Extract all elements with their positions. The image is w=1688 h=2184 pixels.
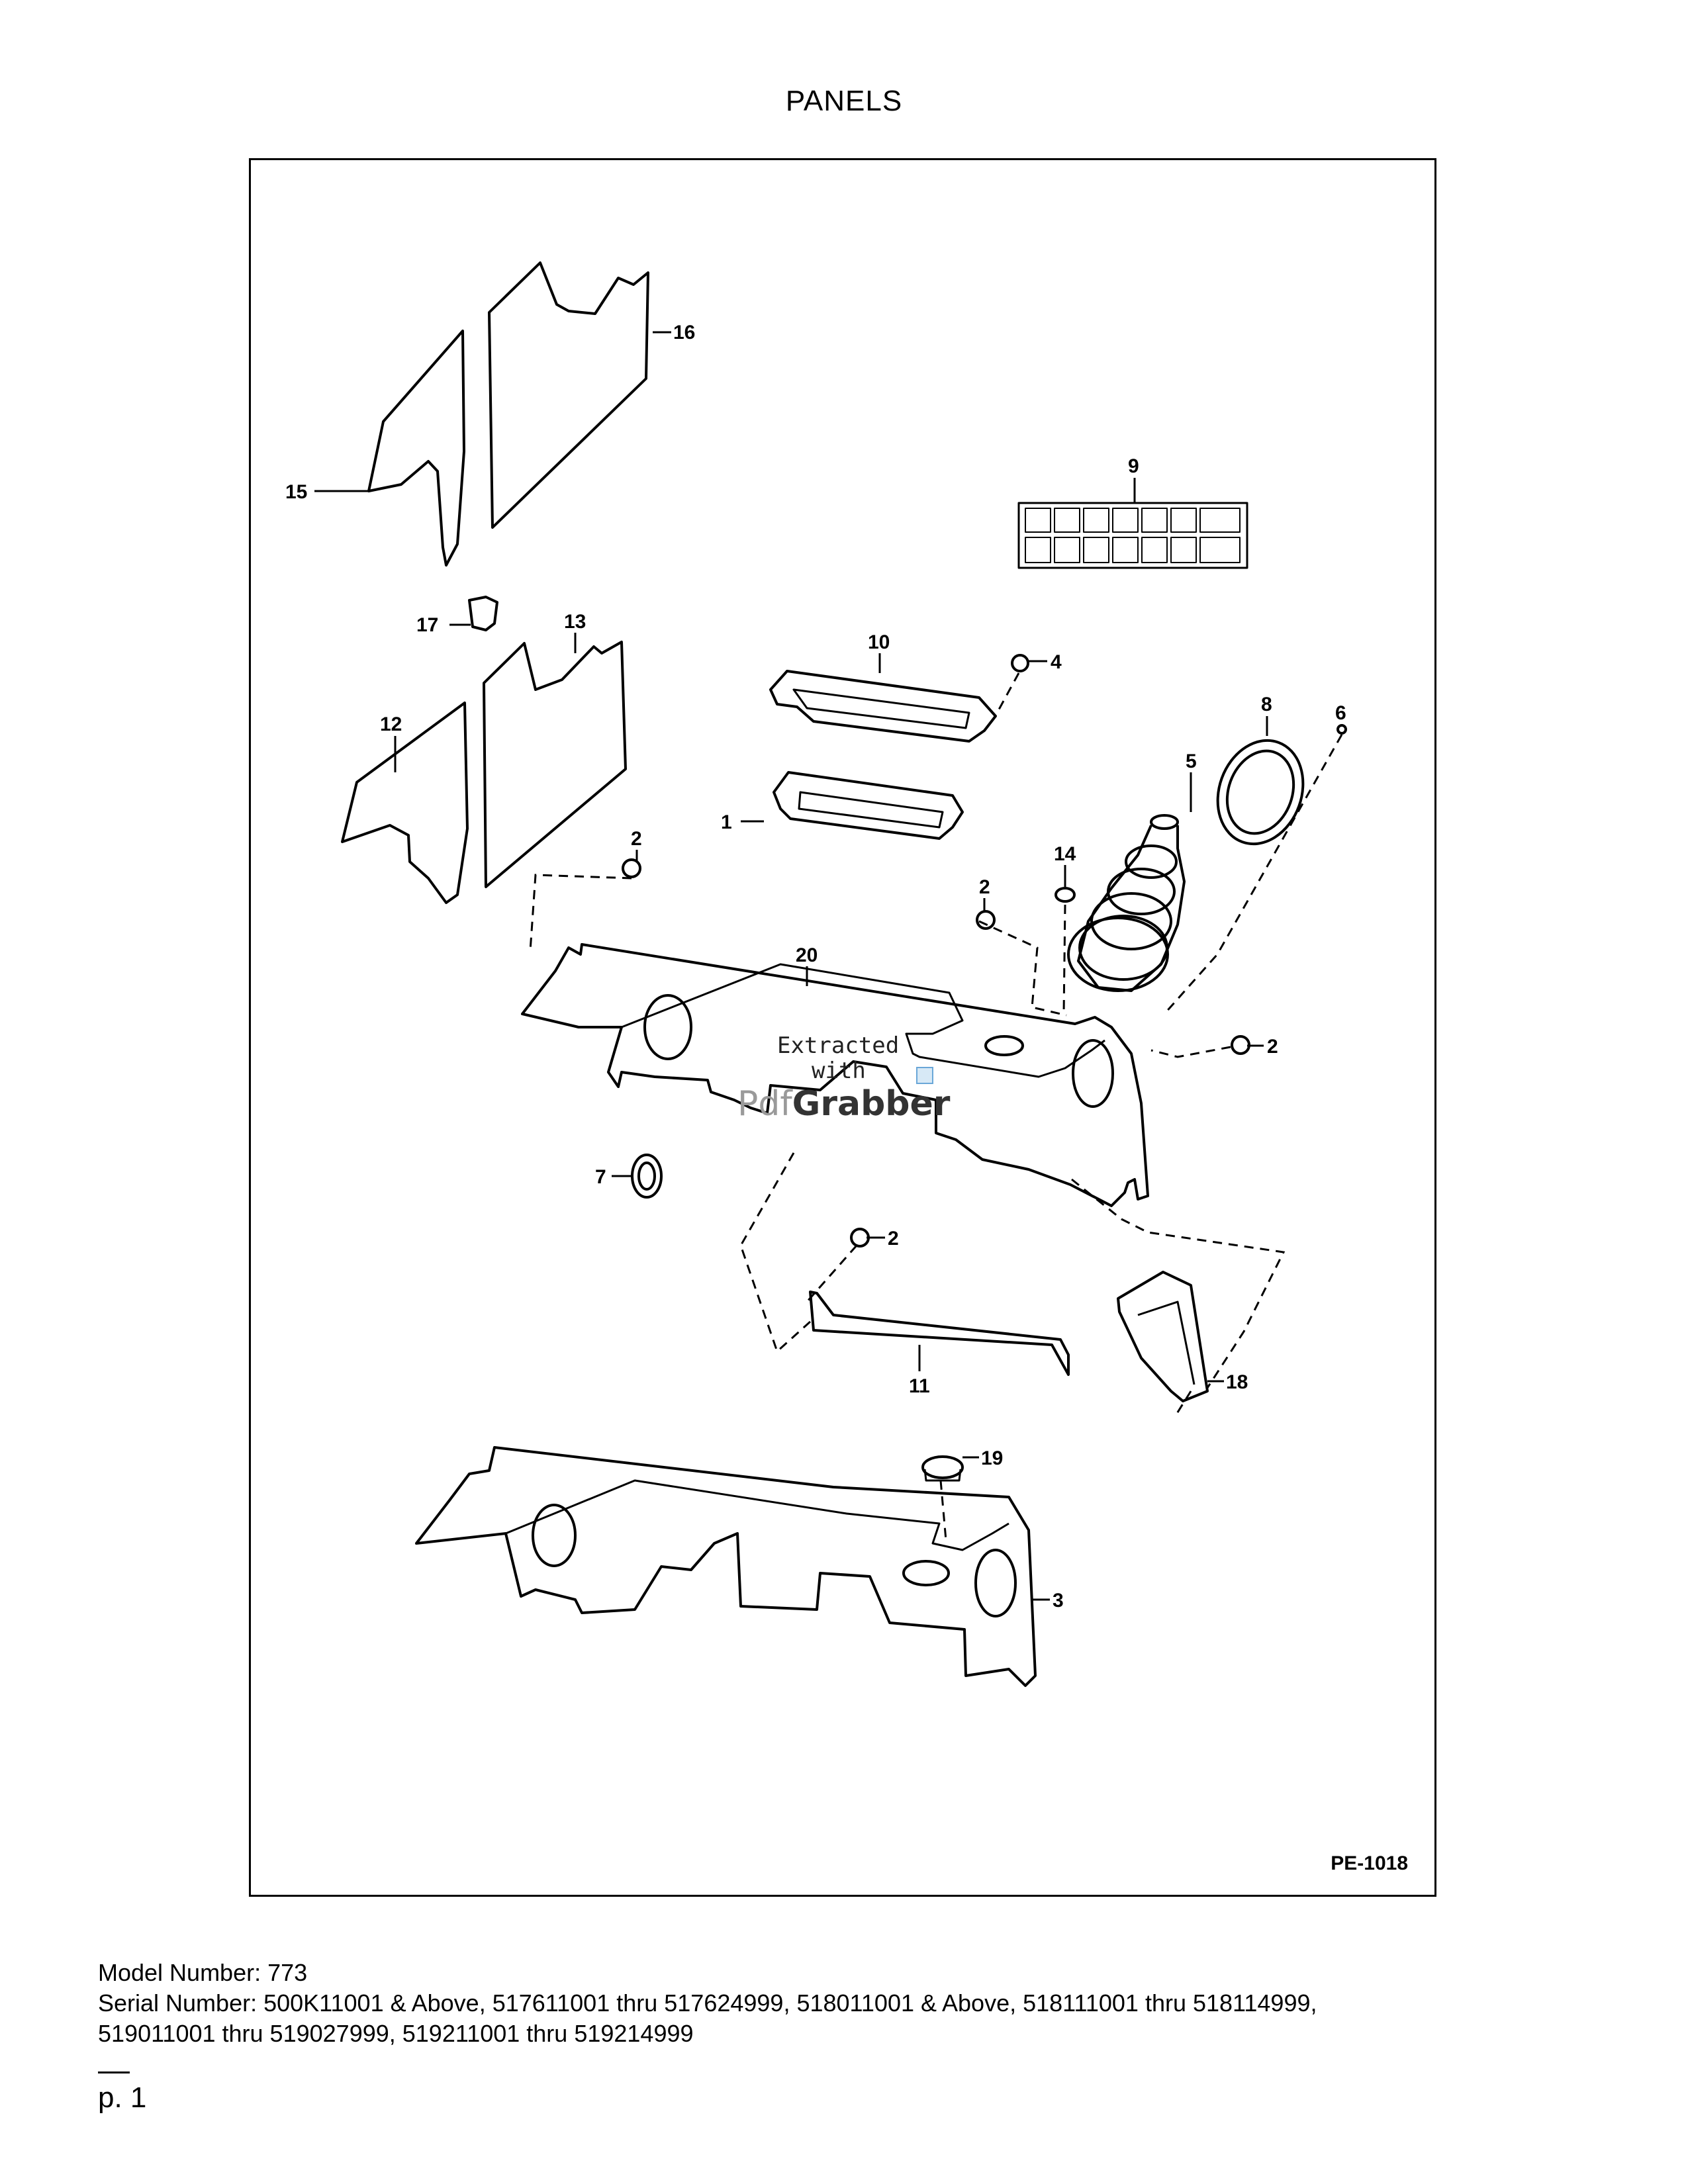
part-19-plug bbox=[921, 1455, 964, 1479]
part-20-panel bbox=[521, 943, 1149, 1207]
serial-number-line-2: 519011001 thru 519027999, 519211001 thru… bbox=[98, 2020, 694, 2047]
part-15-panel bbox=[367, 330, 465, 567]
part-17-clip bbox=[468, 596, 498, 631]
watermark-line-1: Extracted bbox=[777, 1032, 900, 1059]
page-number: p. 1 bbox=[98, 2081, 147, 2114]
callout-5: 5 bbox=[1186, 751, 1197, 772]
part-18-bracket bbox=[1117, 1271, 1209, 1402]
part-7-grommet bbox=[631, 1154, 663, 1199]
model-number: Model Number: 773 bbox=[98, 1959, 308, 1986]
part-9-decal bbox=[1017, 502, 1248, 569]
watermark-logo: PdfGrabber bbox=[737, 1084, 950, 1124]
watermark-logo-icon bbox=[916, 1067, 933, 1084]
part-5-boot bbox=[1067, 814, 1186, 992]
watermark-logo-pdf: Pdf bbox=[737, 1084, 792, 1124]
callout-17: 17 bbox=[416, 614, 438, 636]
callout-1: 1 bbox=[721, 811, 732, 833]
part-12-panel bbox=[341, 702, 469, 904]
part-1-seal bbox=[773, 771, 964, 840]
part-4-nut bbox=[1011, 654, 1029, 672]
callout-3: 3 bbox=[1053, 1590, 1064, 1612]
callout-19: 19 bbox=[981, 1447, 1003, 1469]
callout-9: 9 bbox=[1128, 455, 1139, 477]
parts-diagram-frame: 15 16 9 17 13 12 10 4 8 6 5 1 14 2 2 20 … bbox=[249, 158, 1436, 1897]
callout-20: 20 bbox=[796, 944, 818, 966]
callout-15: 15 bbox=[285, 481, 307, 503]
page-title: PANELS bbox=[785, 85, 903, 117]
part-2-bolt-a bbox=[622, 858, 641, 878]
watermark-line-2: with bbox=[812, 1058, 866, 1084]
callout-13: 13 bbox=[564, 611, 586, 633]
callout-4: 4 bbox=[1051, 651, 1062, 673]
part-10-frame bbox=[769, 670, 997, 743]
footer-info: Model Number: 773 Serial Number: 500K110… bbox=[98, 1958, 1317, 2049]
part-8-ring bbox=[1216, 739, 1305, 846]
callout-2-b: 2 bbox=[979, 876, 990, 898]
callout-7: 7 bbox=[595, 1166, 606, 1188]
callout-10: 10 bbox=[868, 631, 890, 653]
callout-18: 18 bbox=[1226, 1371, 1248, 1393]
callout-2-a: 2 bbox=[631, 828, 642, 850]
footer-divider bbox=[98, 2071, 130, 2073]
watermark: Extracted with PdfGrabber bbox=[737, 1032, 956, 1145]
callout-14: 14 bbox=[1054, 843, 1076, 865]
callout-8: 8 bbox=[1261, 694, 1272, 715]
callout-6: 6 bbox=[1335, 702, 1346, 724]
part-3-panel bbox=[415, 1446, 1037, 1687]
callout-12: 12 bbox=[380, 713, 402, 735]
part-2-bolt-b bbox=[976, 910, 996, 930]
callout-16: 16 bbox=[673, 322, 695, 343]
part-13-panel bbox=[483, 641, 627, 888]
part-16-panel bbox=[488, 261, 649, 529]
drawing-code: PE-1018 bbox=[1331, 1852, 1408, 1874]
callout-2-c: 2 bbox=[1267, 1036, 1278, 1058]
part-2-bolt-c bbox=[1231, 1035, 1250, 1055]
part-6-screw bbox=[1336, 724, 1347, 735]
part-2-bolt-d bbox=[850, 1228, 870, 1248]
part-14-plug bbox=[1055, 887, 1076, 903]
callout-11: 11 bbox=[909, 1375, 930, 1397]
callout-2-d: 2 bbox=[888, 1228, 899, 1250]
exploded-parts-diagram: 15 16 9 17 13 12 10 4 8 6 5 1 14 2 2 20 … bbox=[285, 261, 1347, 1687]
part-11-bracket bbox=[809, 1291, 1070, 1376]
serial-number-line-1: Serial Number: 500K11001 & Above, 517611… bbox=[98, 1989, 1317, 2017]
watermark-logo-grabber: Grabber bbox=[792, 1084, 951, 1124]
